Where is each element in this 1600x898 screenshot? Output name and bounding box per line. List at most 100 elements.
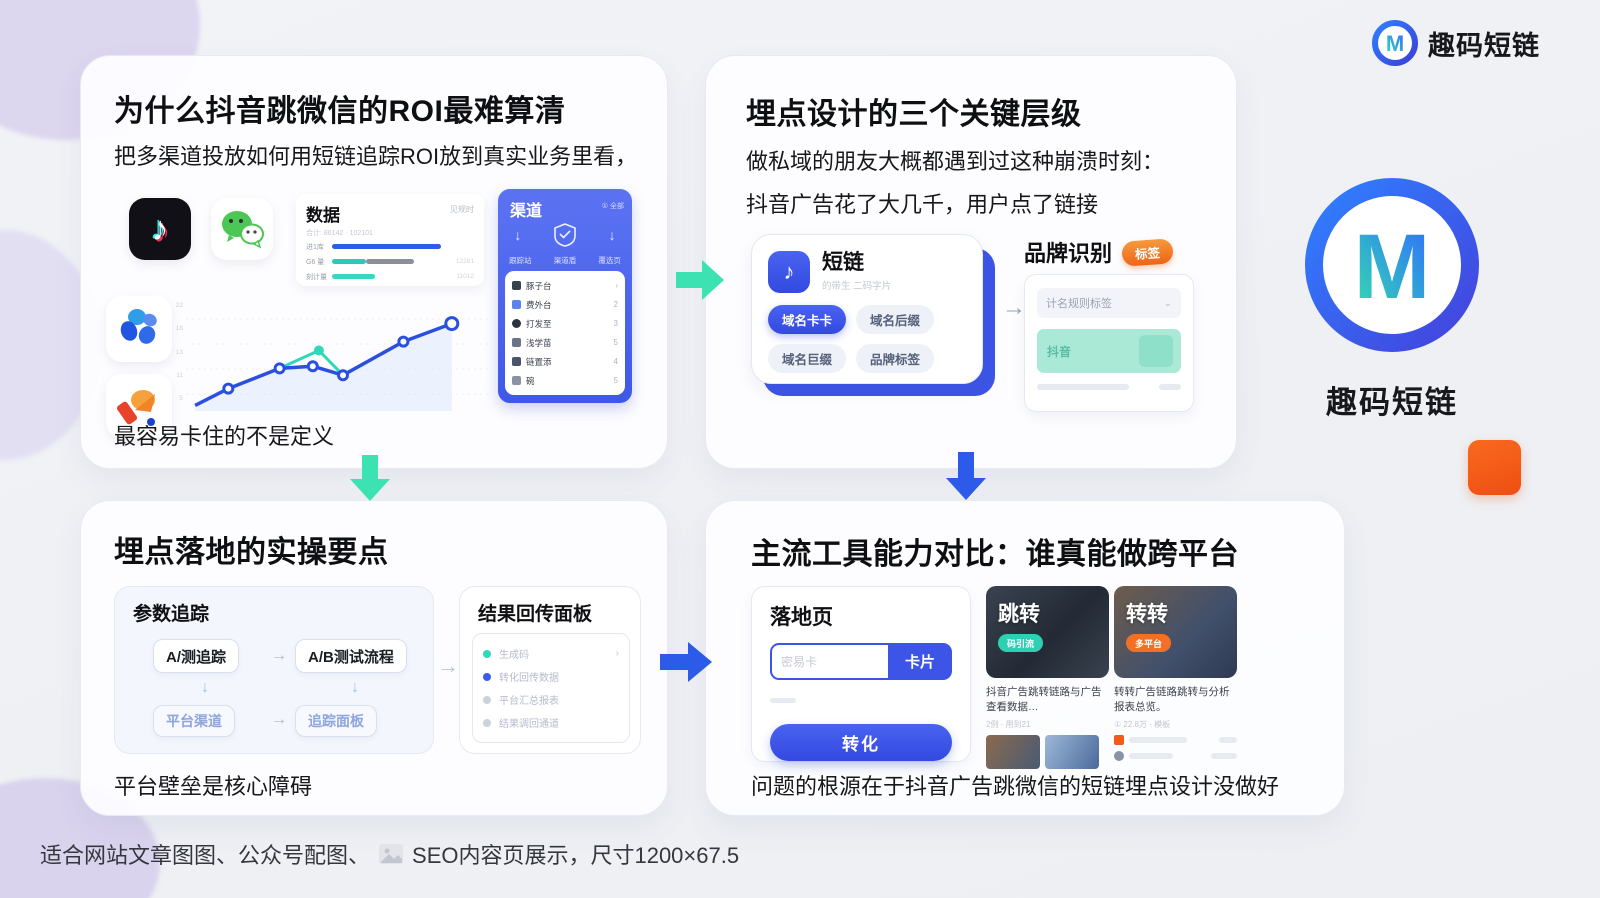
tag-badge: 标签 [1121,237,1174,267]
tool-card-jump-caption: 抖音广告跳转链路与广告查看数据… [986,686,1102,714]
right-arrow-icon: → [1002,294,1026,321]
channel-card-header-right: ① 全部 [601,203,624,210]
data-bar-row: 刻计量 11012 [306,273,474,281]
panel-comparison-title: 主流工具能力对比：谁真能做跨平台 [751,538,1239,571]
brand-name-large: 趣码短链 [1326,385,1458,420]
tag-preview-box: 抖音 [1037,329,1181,373]
data-card-meta: 合计: 86142 · 102101 [306,230,373,237]
domain-pill[interactable]: 品牌标签 [856,344,935,373]
callback-list-item[interactable]: 结果调回通道 [483,711,619,734]
tiktok-app-icon: ♪ [129,198,191,260]
callback-list-item[interactable]: 生成码› [483,642,619,665]
orange-badge: 多平台 [1126,634,1172,652]
result-callback-label: 结果回传面板 [478,604,593,625]
domain-pill[interactable]: 域名巨缀 [768,344,847,373]
page-caption: 适合网站文章图图、公众号配图、 SEO内容页展示，尺寸1200×67.5 [40,838,739,870]
channel-menu-item[interactable]: 豚子台› [512,276,618,295]
panel-roi-title: 为什么抖音跳微信的ROI最难算清 [114,95,566,128]
right-arrow-icon: → [271,647,287,664]
domain-pill[interactable]: 域名卡卡 [768,305,847,334]
tag-preview-thumbnail [1139,335,1173,367]
channel-tab[interactable]: 跟踪站 [509,256,532,265]
shield-icon [554,223,576,247]
down-arrow-icon: ↓ [351,679,359,696]
landing-page-card: 落地页 卡片 转化 [751,586,971,762]
tool-card-zhuan-detail-rows [1114,735,1237,762]
domain-pill[interactable]: 域名后缀 [856,305,935,334]
param-tracking-group: 参数追踪 A/测追踪 → A/B测试流程 ↓ ↓ 平台渠道 → 追踪面板 [114,586,434,754]
teal-badge: 码引流 [998,634,1044,652]
brand-monogram-icon: M [1372,20,1418,66]
brand-recognition-label: 品牌识别 [1024,241,1113,266]
data-card: 数据 见规时 合计: 86142 · 102101 进1库 G6 量 12281… [296,194,484,286]
callback-list-item[interactable]: 平台汇总报表 [483,688,619,711]
convert-button[interactable]: 转化 [770,724,952,761]
panel-tool-comparison: 主流工具能力对比：谁真能做跨平台 落地页 卡片 转化 跳转 码引流 抖音广告跳转… [705,500,1345,816]
data-card-title: 数据 [306,206,340,225]
channel-tab[interactable]: 渠道盾 [553,256,577,265]
blue-right-arrow-icon [660,642,712,682]
panel-comparison-footer: 问题的根源在于抖音广告跳微信的短链埋点设计没做好 [751,774,1280,799]
callback-list-item[interactable]: 转化回传数据 [483,665,619,688]
tool-card-zhuan[interactable]: 转转 多平台 转转广告链路跳转与分析报表总览。 ① 22.8万 · 模板 [1114,586,1237,778]
card-button[interactable]: 卡片 [888,643,952,680]
trend-line-chart [186,299,488,411]
flow-pill-ab-track[interactable]: A/测追踪 [153,639,240,673]
channel-tab[interactable]: 覆选页 [598,256,621,265]
result-callback-group: 结果回传面板 生成码› 转化回传数据 平台汇总报表 结果调回通道 [459,586,641,754]
panel-tracking-line2: 抖音广告花了大几千，用户点了链接 [746,192,1099,217]
landing-page-label: 落地页 [770,606,833,629]
shortlink-card: ♪ 短链 的带生 二码字片 域名卡卡 域名后缀 域名巨缀 品牌标签 [751,234,983,384]
data-bar-row: G6 量 12281 [306,258,474,266]
data-bar-row: 进1库 [306,240,474,253]
panel-tracking-line1: 做私域的朋友大概都遇到过这种崩溃时刻： [746,149,1165,174]
tag-card-footer [1037,384,1181,390]
flow-pill-track-panel[interactable]: 追踪面板 [295,705,377,737]
orange-news-app-icon [106,374,172,438]
chart-area-fill [195,323,452,411]
down-arrow-icon: ↓ [514,227,522,243]
svg-text:M: M [1354,216,1431,318]
blue-down-arrow-icon [946,452,986,500]
right-arrow-icon: → [437,653,459,678]
tool-card-zhuan-meta: ① 22.8万 · 模板 [1114,720,1171,730]
panel-roi-subtitle: 把多渠道投放如何用短链追踪ROI放到真实业务里看， [114,144,638,169]
tiktok-mini-icon: ♪ [768,251,810,293]
shortlink-card-title: 短链 [822,251,864,274]
right-arrow-icon: → [271,711,287,728]
image-placeholder-icon [379,844,404,864]
wechat-app-icon [211,198,273,260]
shortlink-card-subtitle: 的带生 二码字片 [822,281,892,293]
caption-after: SEO内容页展示，尺寸1200×67.5 [412,843,740,868]
landing-input[interactable] [770,643,888,680]
brand-name-top: 趣码短链 [1428,30,1540,61]
channel-card-title: 渠道 [510,203,543,220]
panel-roi-footer: 最容易卡住的不是定义 [114,424,335,449]
channel-card: 渠道 ① 全部 ↓ ↓ 跟踪站 渠道盾 覆选页 豚子台› [498,189,632,403]
blue-flower-app-icon [106,296,172,362]
roi-mock-ui: ♪ [81,56,669,470]
panel-tracking-levels: 埋点设计的三个关键层级 做私域的朋友大概都遇到过这种崩溃时刻： 抖音广告花了大几… [705,55,1237,469]
brand-monogram-large-icon: M [1305,178,1479,352]
tool-card-jump-image: 跳转 码引流 [986,586,1109,678]
panel-tracking-title: 埋点设计的三个关键层级 [746,98,1082,131]
teal-right-arrow-icon [676,260,724,300]
tool-card-jump-meta: 2例 · 用到21 [986,720,1031,730]
panel-roi: 为什么抖音跳微信的ROI最难算清 把多渠道投放如何用短链追踪ROI放到真实业务里… [80,55,668,469]
tag-rule-select[interactable]: 计名规则标签 ⌄ [1037,288,1181,318]
brand-logo-top: M 趣码短链 [1372,20,1540,66]
tool-card-zhuan-image: 转转 多平台 [1114,586,1237,678]
down-arrow-icon: ↓ [201,679,209,696]
teal-down-arrow-icon [350,455,390,501]
flow-pill-platform[interactable]: 平台渠道 [153,705,235,737]
brand-tag-card: 计名规则标签 ⌄ 抖音 [1024,274,1194,412]
tool-card-jump[interactable]: 跳转 码引流 抖音广告跳转链路与广告查看数据… 2例 · 用到21 [986,586,1109,778]
flow-pill-ab-flow[interactable]: A/B测试流程 [295,639,407,673]
